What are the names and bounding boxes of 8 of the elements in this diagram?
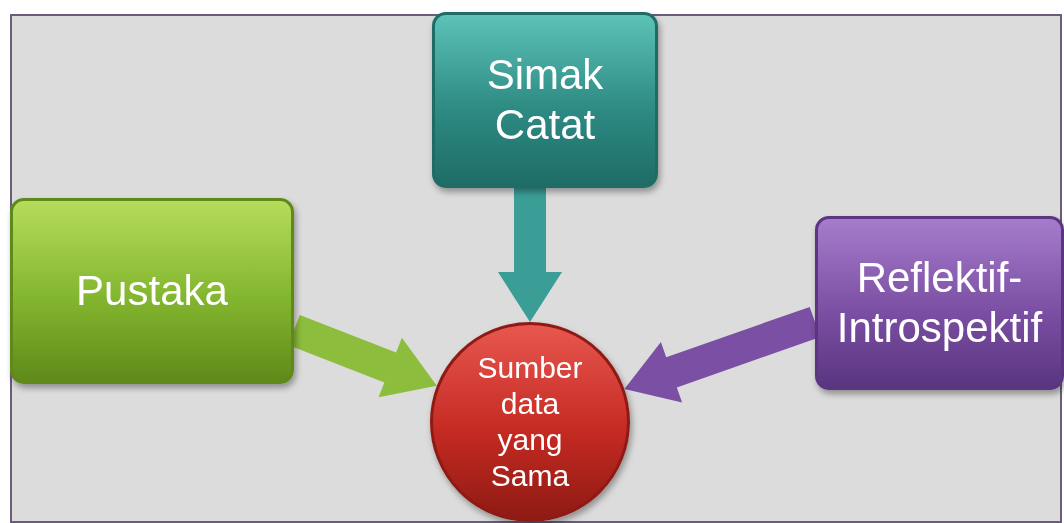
node-label: Pustaka: [76, 265, 228, 316]
node-label: Reflektif-Introspektif: [835, 252, 1044, 353]
process-box: [10, 198, 294, 384]
process-box: [815, 216, 1064, 390]
node-label: Simak Catat: [485, 49, 605, 150]
process-box: [432, 12, 658, 188]
node-label: Sumber data yang Sama: [476, 350, 584, 494]
block-arrow: [498, 188, 562, 322]
